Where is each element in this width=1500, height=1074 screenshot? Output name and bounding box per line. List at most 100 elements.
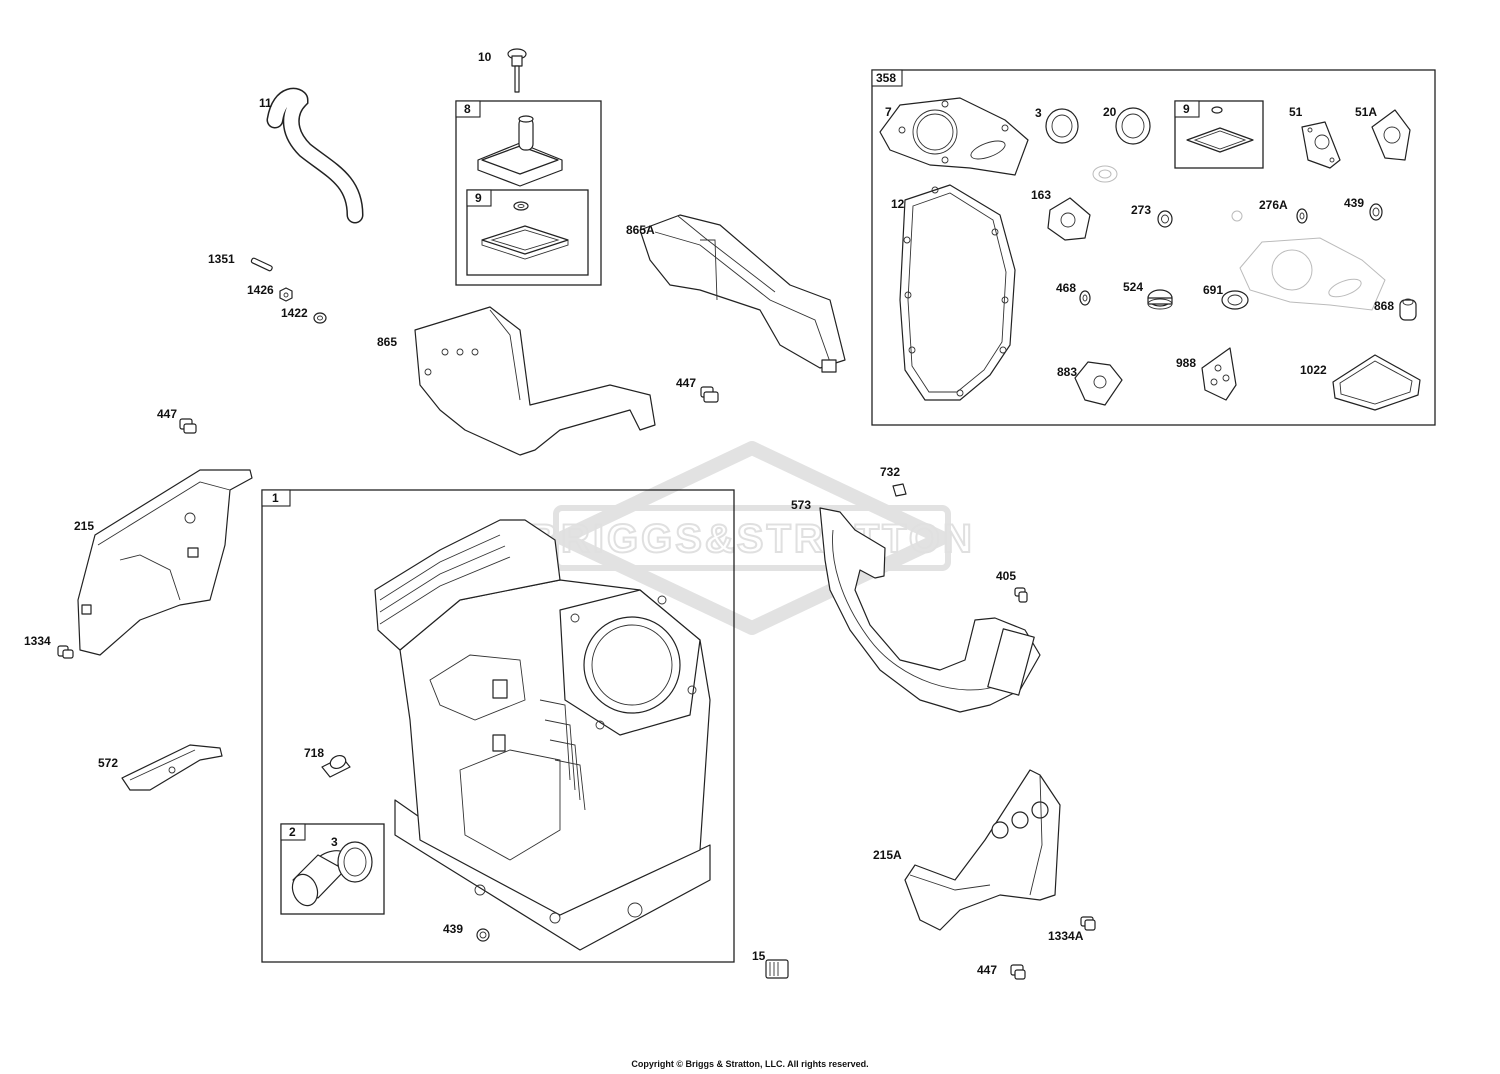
kit-7-head-gasket[interactable]: [879, 97, 1029, 176]
kit-callout-883: 883: [1057, 365, 1077, 379]
kit-ghost-washer: [1092, 165, 1118, 183]
callout-718: 718: [304, 746, 324, 760]
part-8-breather-cover[interactable]: [477, 115, 563, 187]
kit-ghost-head-gasket: [1239, 237, 1386, 311]
kit-callout-12: 12: [891, 197, 905, 211]
part-572-bracket[interactable]: [121, 744, 223, 791]
kit-3-seal[interactable]: [1045, 108, 1079, 144]
kit-51A-gasket[interactable]: [1371, 109, 1411, 161]
part-573-baffle[interactable]: [819, 507, 1041, 713]
kit-163-gasket[interactable]: [1047, 197, 1091, 241]
callout-1334A: 1334A: [1048, 929, 1084, 943]
callout-732: 732: [880, 465, 900, 479]
kit-callout-163: 163: [1031, 188, 1051, 202]
callout-447-left: 447: [157, 407, 177, 421]
callout-15: 15: [752, 949, 766, 963]
part-718-dowel[interactable]: [321, 753, 351, 778]
callout-447-right: 447: [977, 963, 997, 977]
part-15-plug[interactable]: [765, 959, 789, 979]
kit-ghost-ring-small: [1231, 210, 1243, 222]
part-1334A-screw[interactable]: [1080, 916, 1096, 931]
kit-callout-20: 20: [1103, 105, 1117, 119]
part-447-screw-left[interactable]: [179, 418, 197, 434]
box-358: [871, 69, 1436, 426]
part-1-crankcase-cylinder[interactable]: [374, 519, 711, 951]
kit-callout-3: 3: [1035, 106, 1042, 120]
callout-447-center: 447: [676, 376, 696, 390]
callout-215: 215: [74, 519, 94, 533]
kit-524-plug[interactable]: [1147, 289, 1173, 310]
part-9-gasket-kit[interactable]: [481, 201, 569, 260]
kit-callout-524: 524: [1123, 280, 1143, 294]
callout-1334: 1334: [24, 634, 51, 648]
callout-865A: 865A: [626, 223, 655, 237]
part-447-screw-right[interactable]: [1010, 964, 1026, 980]
box-9-kit: [1174, 100, 1264, 169]
box-9-kit-tag: [1174, 100, 1200, 118]
part-11-hose[interactable]: [266, 87, 364, 224]
kit-9-gasket[interactable]: [1186, 106, 1254, 153]
part-10-bolt[interactable]: [507, 48, 527, 93]
kit-468-washer[interactable]: [1079, 290, 1091, 306]
kit-callout-276A: 276A: [1259, 198, 1288, 212]
kit-868-seal[interactable]: [1399, 298, 1417, 321]
kit-12-crankcase-gasket[interactable]: [899, 184, 1016, 401]
kit-callout-51A: 51A: [1355, 105, 1377, 119]
part-439-washer[interactable]: [476, 928, 490, 942]
kit-51-gasket[interactable]: [1301, 121, 1341, 169]
kit-988-gasket[interactable]: [1201, 347, 1237, 401]
part-215A-bracket[interactable]: [904, 769, 1061, 931]
box-358-label: 358: [876, 71, 896, 85]
part-2-bushing[interactable]: [288, 847, 348, 909]
box-9-inner-label: 9: [475, 191, 482, 205]
part-1334-screw[interactable]: [57, 645, 74, 659]
kit-273-washer[interactable]: [1157, 210, 1173, 228]
callout-405: 405: [996, 569, 1016, 583]
kit-callout-1022: 1022: [1300, 363, 1327, 377]
kit-callout-468: 468: [1056, 281, 1076, 295]
callout-1426: 1426: [247, 283, 274, 297]
box-1-label: 1: [272, 491, 279, 505]
box-8: [455, 100, 602, 286]
box-1-tag: [261, 489, 291, 507]
part-732-screw[interactable]: [892, 483, 907, 497]
callout-3-box2: 3: [331, 835, 338, 849]
part-1422-washer[interactable]: [313, 312, 327, 324]
part-447-screw-center[interactable]: [700, 386, 719, 403]
part-865A-bracket[interactable]: [639, 214, 846, 373]
kit-883-gasket[interactable]: [1074, 361, 1123, 406]
part-3-seal-box2[interactable]: [337, 841, 373, 883]
callout-215A: 215A: [873, 848, 902, 862]
kit-callout-439: 439: [1344, 196, 1364, 210]
part-1351-pin[interactable]: [250, 257, 273, 272]
box-2-label: 2: [289, 825, 296, 839]
part-405-screw[interactable]: [1014, 587, 1028, 603]
box-2: [280, 823, 385, 915]
kit-691-seal[interactable]: [1221, 290, 1249, 310]
kit-callout-691: 691: [1203, 283, 1223, 297]
kit-439-washer[interactable]: [1369, 203, 1383, 221]
box-358-tag: [871, 69, 903, 87]
kit-callout-868: 868: [1374, 299, 1394, 313]
box-1: [261, 489, 735, 963]
watermark-text: BRIGGS&STRATTON: [529, 517, 975, 561]
kit-callout-273: 273: [1131, 203, 1151, 217]
box-9-inner-tag: [466, 189, 492, 207]
kit-276A-washer[interactable]: [1296, 208, 1308, 224]
part-865-shroud-bracket[interactable]: [414, 306, 656, 456]
callout-11: 11: [259, 96, 272, 110]
copyright-notice: Copyright © Briggs & Stratton, LLC. All …: [631, 1059, 869, 1069]
callout-1351: 1351: [208, 252, 235, 266]
box-9-inner: [466, 189, 589, 276]
callout-10: 10: [478, 50, 492, 64]
part-1426-nut[interactable]: [279, 287, 293, 302]
kit-1022-gasket[interactable]: [1332, 354, 1421, 411]
box-2-tag: [280, 823, 306, 841]
kit-callout-51: 51: [1289, 105, 1303, 119]
kit-20-seal[interactable]: [1115, 107, 1151, 145]
callout-1422: 1422: [281, 306, 308, 320]
part-215-bracket[interactable]: [77, 469, 253, 656]
watermark-logo: BRIGGS&STRATTON: [528, 441, 975, 635]
box-8-tag: [455, 100, 481, 118]
